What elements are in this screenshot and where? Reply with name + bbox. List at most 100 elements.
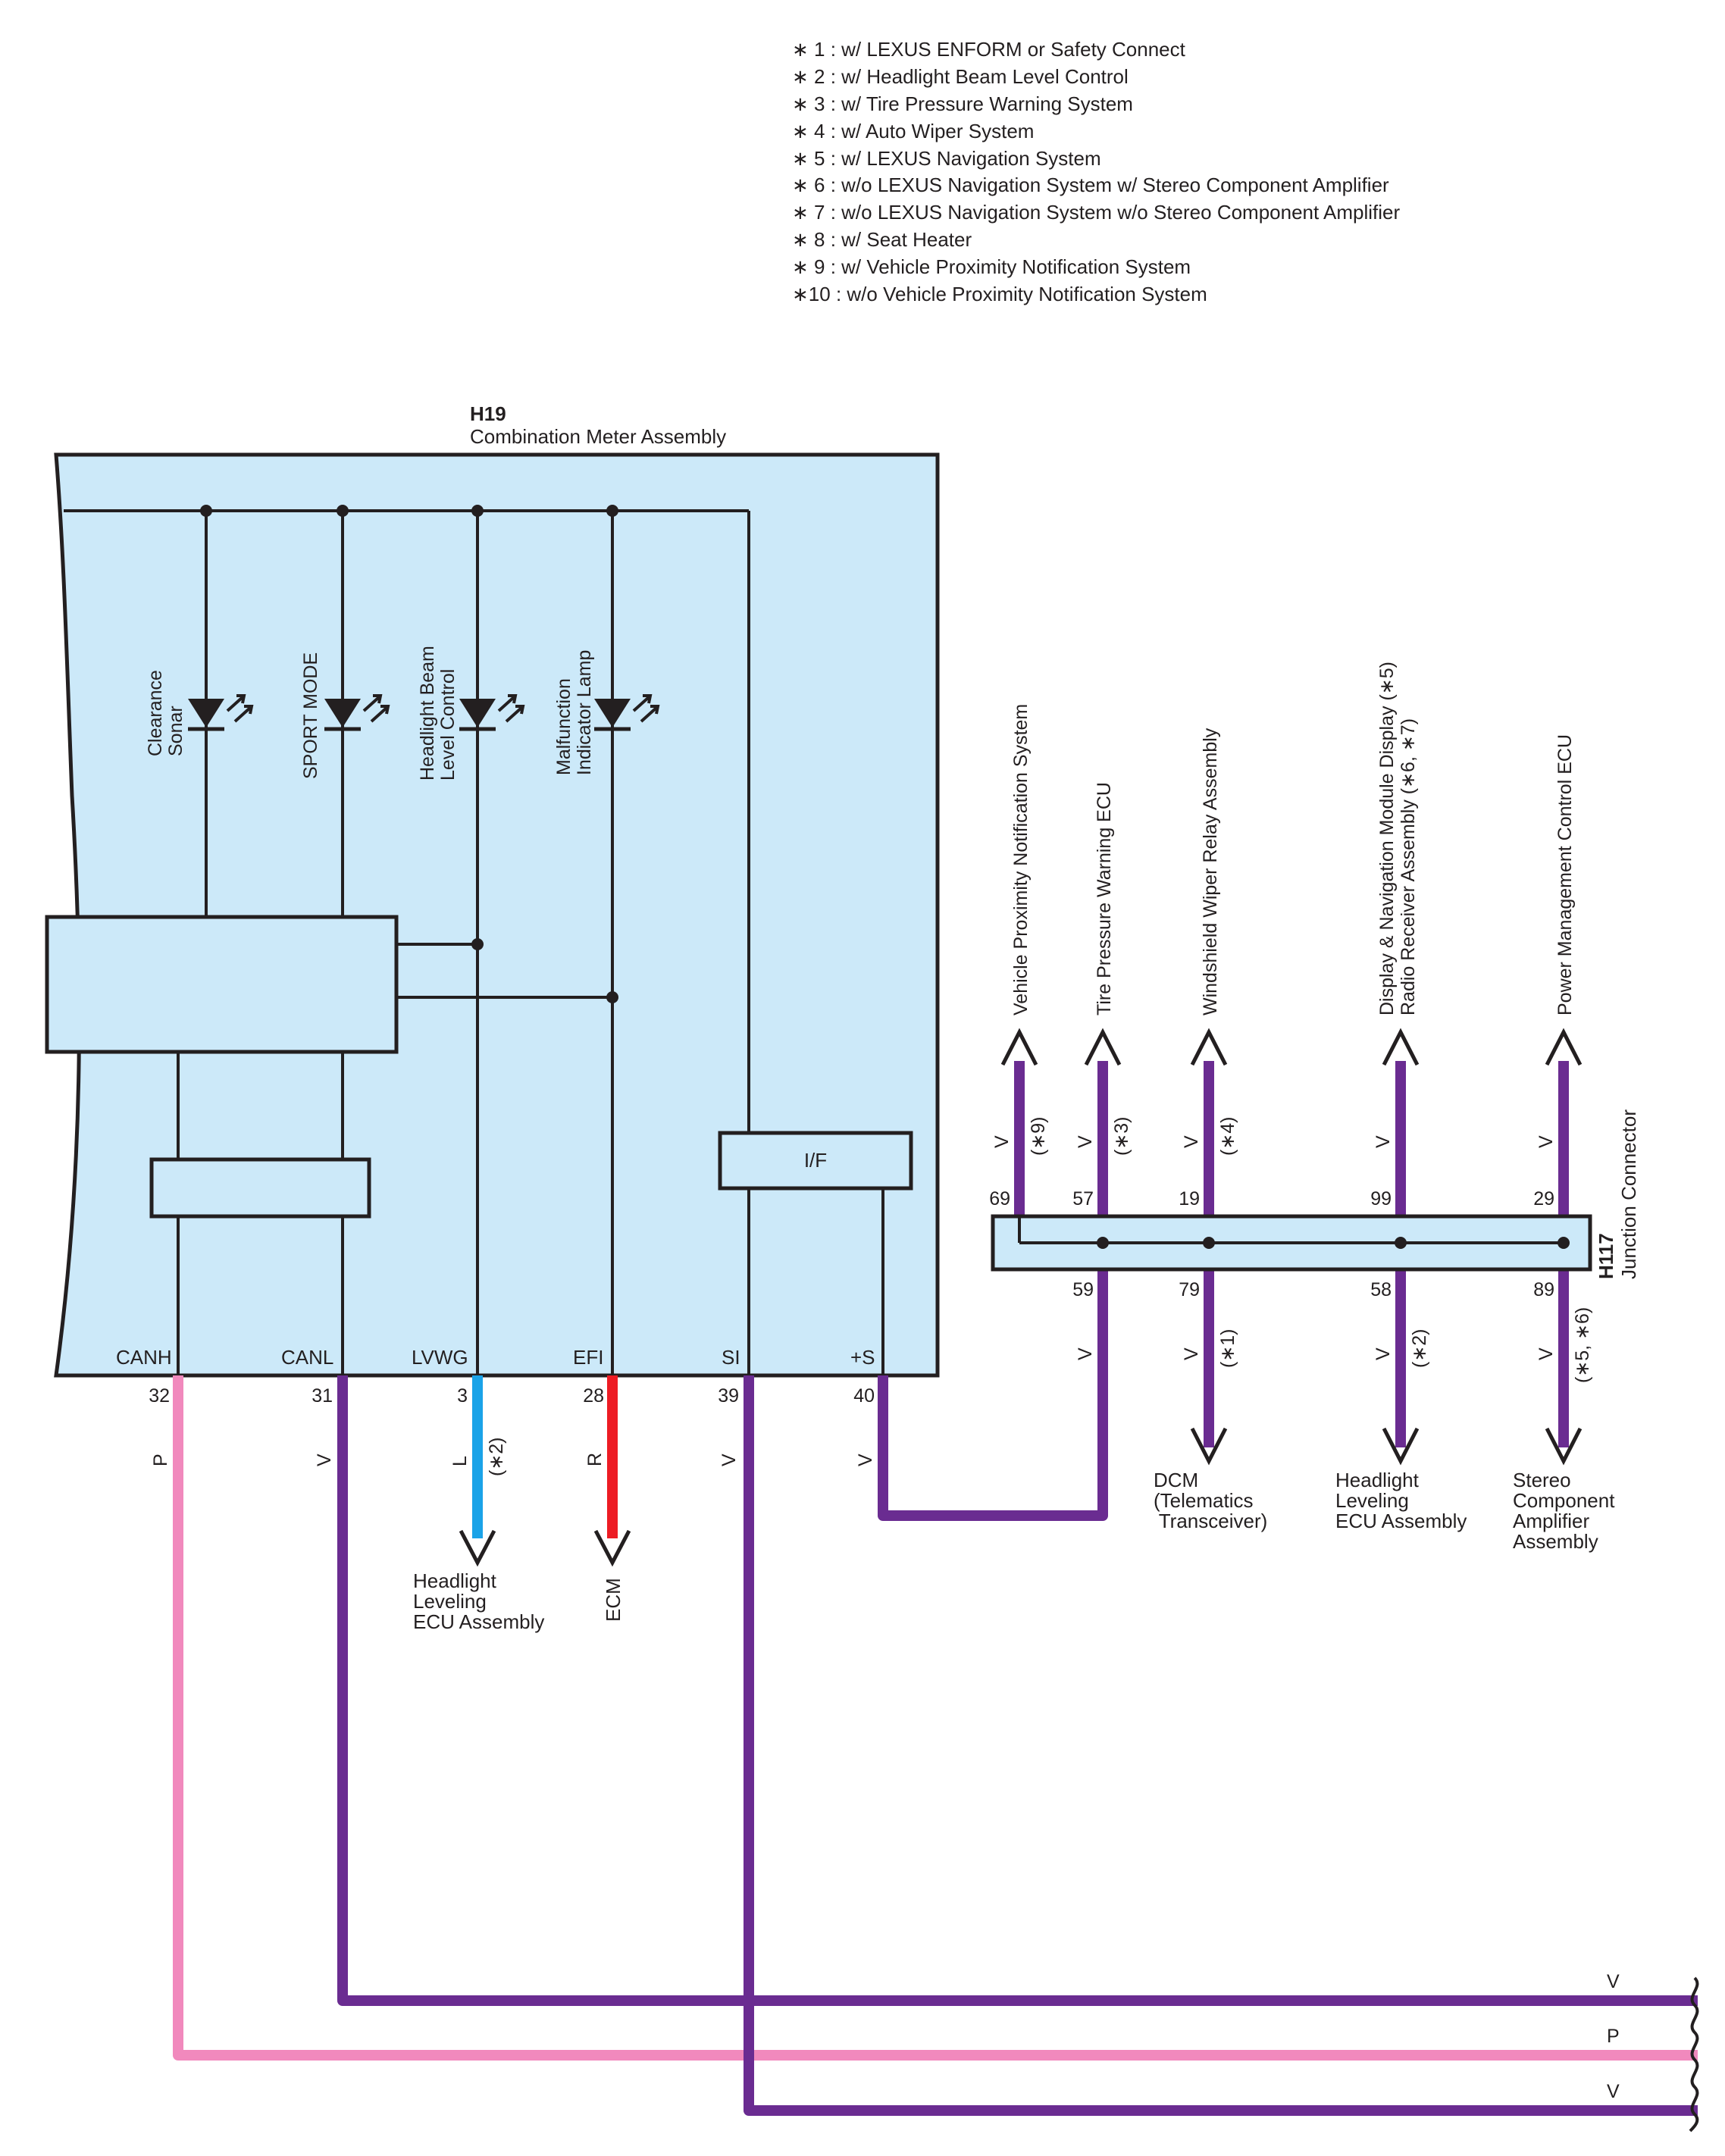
meter-control-block — [45, 915, 399, 1054]
note-3: ∗ 3 : w/ Tire Pressure Warning System — [792, 92, 1133, 115]
wire-canh — [173, 1375, 1698, 2061]
lamp-label-headlight-1: Headlight Beam — [417, 646, 438, 781]
jpin-58: 58 — [1370, 1279, 1392, 1300]
note-9: ∗ 9 : w/ Vehicle Proximity Notification … — [792, 255, 1191, 278]
led-sport-mode — [324, 694, 390, 731]
dest-amp-1: Stereo — [1513, 1469, 1571, 1491]
notes-legend: ∗ 1 : w/ LEXUS ENFORM or Safety Connect … — [792, 38, 1400, 305]
jpin-19: 19 — [1179, 1188, 1200, 1209]
note-8: ∗ 8 : w/ Seat Heater — [792, 228, 972, 251]
pin-3: 3 — [457, 1385, 468, 1407]
bus-label-p: P — [1607, 2026, 1620, 2047]
dest-tpw: Tire Pressure Warning ECU — [1094, 782, 1115, 1015]
pin-40: 40 — [853, 1385, 875, 1407]
jpin-69: 69 — [989, 1188, 1010, 1209]
jcolor-99: V — [1373, 1135, 1394, 1148]
jcolor-19: V — [1181, 1135, 1202, 1148]
jnote-57: (∗3) — [1111, 1116, 1132, 1156]
jpin-59: 59 — [1072, 1279, 1094, 1300]
dest-display-2: Radio Receiver Assembly (∗6, ∗7) — [1398, 718, 1419, 1015]
junction-dots — [1097, 1237, 1570, 1249]
color-lvwg: L — [449, 1456, 471, 1466]
jcolor-79: V — [1181, 1347, 1202, 1360]
note-lvwg: (∗2) — [486, 1437, 507, 1476]
bus-label-v-lower: V — [1607, 2081, 1620, 2102]
note-1: ∗ 1 : w/ LEXUS ENFORM or Safety Connect — [792, 38, 1186, 61]
dest-hl-2: Leveling — [1335, 1489, 1409, 1512]
note-7: ∗ 7 : w/o LEXUS Navigation System w/o St… — [792, 201, 1400, 224]
dest-amp-3: Amplifier — [1513, 1510, 1589, 1532]
jnote-69: (∗9) — [1028, 1116, 1049, 1156]
junction-arrowheads — [1000, 1028, 1583, 1466]
terminal-si: SI — [722, 1346, 740, 1369]
led-headlight-beam — [459, 694, 525, 731]
dest-amp-4: Assembly — [1513, 1530, 1598, 1553]
led-malfunction — [594, 694, 660, 731]
if-label: I/F — [804, 1149, 827, 1172]
dest-pm: Power Management Control ECU — [1554, 734, 1576, 1015]
meter-junction-dots — [200, 505, 618, 1003]
lamp-label-headlight-2: Level Control — [437, 669, 459, 781]
terminal-lvwg: LVWG — [412, 1346, 468, 1369]
wire-plus-s — [878, 1266, 1108, 1521]
meter-if-block — [718, 1131, 913, 1191]
pin-32: 32 — [149, 1385, 170, 1407]
dest-amp-2: Component — [1513, 1489, 1615, 1512]
color-si: V — [718, 1454, 740, 1466]
jcolor-89: V — [1536, 1347, 1557, 1360]
lamp-label-clearance-1: Clearance — [145, 670, 166, 756]
lamp-label-sport: SPORT MODE — [300, 652, 321, 779]
jpin-99: 99 — [1370, 1188, 1392, 1209]
jpin-29: 29 — [1533, 1188, 1554, 1209]
junction-code: H117 — [1595, 1233, 1617, 1279]
bus-break-marks — [1689, 1976, 1699, 2133]
junction-name: Junction Connector — [1617, 1109, 1640, 1279]
note-2: ∗ 2 : w/ Headlight Beam Level Control — [792, 65, 1129, 88]
jpin-79: 79 — [1179, 1279, 1200, 1300]
lvwg-dest-2: Leveling — [413, 1590, 487, 1613]
led-clearance-sonar — [188, 694, 254, 731]
jnote-19: (∗4) — [1217, 1116, 1238, 1156]
meter-code: H19 — [470, 402, 506, 425]
dest-dcm-3: Transceiver) — [1154, 1510, 1267, 1532]
jnote-89: (∗5, ∗6) — [1572, 1307, 1593, 1383]
dest-wiper: Windshield Wiper Relay Assembly — [1200, 728, 1221, 1015]
jcolor-59: V — [1075, 1347, 1096, 1360]
terminal-s: +S — [850, 1346, 875, 1369]
lamp-label-malfunction-1: Malfunction — [553, 678, 574, 775]
jnote-79: (∗1) — [1217, 1328, 1238, 1368]
lamp-label-clearance-2: Sonar — [165, 706, 186, 756]
terminal-efi: EFI — [573, 1346, 603, 1369]
jcolor-69: V — [991, 1135, 1013, 1148]
efi-dest: ECM — [602, 1578, 625, 1622]
note-6: ∗ 6 : w/o LEXUS Navigation System w/ Ste… — [792, 174, 1389, 196]
color-canl: V — [314, 1454, 335, 1466]
meter-can-block — [149, 1157, 371, 1219]
pin-31: 31 — [312, 1385, 333, 1407]
wire-canl — [337, 1375, 1698, 2006]
terminal-canh: CANH — [116, 1346, 172, 1369]
wire-si — [744, 1375, 1698, 2116]
pin-39: 39 — [718, 1385, 739, 1407]
jnote-58: (∗2) — [1409, 1328, 1430, 1368]
note-4: ∗ 4 : w/ Auto Wiper System — [792, 120, 1034, 142]
junction-internal-bus — [1018, 1216, 1564, 1244]
dest-display-1: Display & Navigation Module Display (∗5) — [1376, 662, 1398, 1015]
arrow-efi — [593, 1529, 631, 1567]
dest-vpns: Vehicle Proximity Notification System — [1010, 704, 1032, 1015]
arrow-lvwg — [459, 1529, 496, 1567]
meter-name: Combination Meter Assembly — [470, 425, 726, 448]
color-s: V — [855, 1454, 876, 1466]
dest-hl-3: ECU Assembly — [1335, 1510, 1467, 1532]
jpin-57: 57 — [1072, 1188, 1094, 1209]
note-10: ∗10 : w/o Vehicle Proximity Notification… — [792, 283, 1207, 305]
dest-dcm-2: (Telematics — [1154, 1489, 1253, 1512]
dest-dcm-1: DCM — [1154, 1469, 1198, 1491]
pin-28: 28 — [583, 1385, 604, 1407]
dest-hl-1: Headlight — [1335, 1469, 1420, 1491]
jpin-89: 89 — [1533, 1279, 1554, 1300]
jcolor-29: V — [1536, 1135, 1557, 1148]
jcolor-58: V — [1373, 1347, 1394, 1360]
meter-wires — [173, 1266, 1698, 2116]
